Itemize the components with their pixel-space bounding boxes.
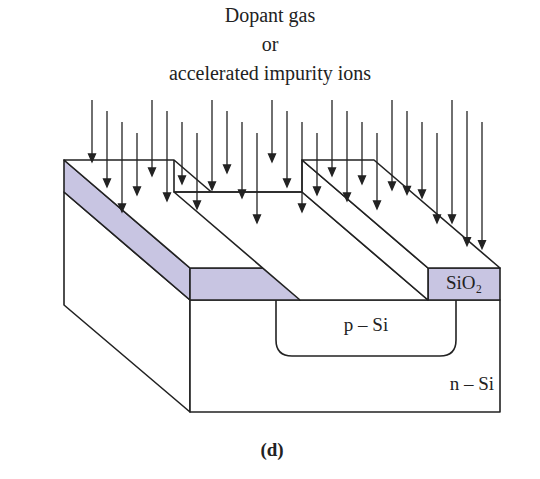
ion-arrow <box>481 122 482 242</box>
arrow-head <box>314 187 321 195</box>
oxide-top-right <box>302 160 500 268</box>
dopant-label: Dopant gas <box>225 4 316 26</box>
ion-arrow <box>271 100 272 155</box>
arrow-head <box>464 238 471 246</box>
ion-arrow <box>166 111 167 194</box>
ion-arrow <box>181 122 182 177</box>
ion-arrow <box>361 122 362 177</box>
ion-arrow <box>121 122 122 205</box>
arrow-head <box>299 204 306 212</box>
window-back-edge <box>174 160 302 192</box>
block-front-face <box>190 300 500 412</box>
ion-arrow <box>436 133 437 216</box>
ion-arrow <box>241 122 242 191</box>
arrow-head <box>179 176 186 184</box>
arrow-head <box>269 154 276 162</box>
oxide-label: SiO₂ <box>446 273 482 294</box>
ion-arrow <box>451 100 452 216</box>
arrow-head <box>254 215 261 223</box>
figure-caption: (d) <box>260 440 283 461</box>
ion-arrow <box>346 111 347 194</box>
arrow-head <box>479 241 486 249</box>
arrow-head <box>149 168 156 176</box>
ion-arrow <box>196 133 197 202</box>
ions-label: accelerated impurity ions <box>169 62 371 84</box>
or-label: or <box>262 33 279 55</box>
ion-arrow <box>406 111 407 187</box>
n-si-label: n – Si <box>450 374 494 395</box>
arrow-head <box>194 201 201 209</box>
arrow-head <box>419 190 426 198</box>
arrow-head <box>434 215 441 223</box>
ion-arrow <box>211 100 212 183</box>
arrow-head <box>224 165 231 173</box>
p-region <box>276 300 456 356</box>
ion-arrow <box>106 111 107 180</box>
p-si-label: p – Si <box>344 315 388 336</box>
arrow-head <box>164 193 171 201</box>
arrow-head <box>209 182 216 190</box>
arrow-head <box>239 190 246 198</box>
ion-arrow <box>301 122 302 205</box>
arrow-head <box>284 179 291 187</box>
arrow-head <box>404 186 411 194</box>
ion-arrow <box>91 100 92 155</box>
ion-arrow <box>391 100 392 183</box>
arrow-head <box>104 179 111 187</box>
arrow-head <box>119 204 126 212</box>
ion-arrow <box>316 133 317 188</box>
ion-arrow <box>331 100 332 169</box>
arrow-head <box>374 201 381 209</box>
ion-arrow <box>376 133 377 202</box>
ion-arrow <box>286 111 287 180</box>
ion-arrow <box>226 111 227 166</box>
oxide-front-right <box>428 268 500 300</box>
arrow-head <box>359 176 366 184</box>
arrow-head <box>449 215 456 223</box>
arrow-head <box>329 168 336 176</box>
arrow-head <box>389 182 396 190</box>
ion-arrow <box>256 133 257 216</box>
ion-arrow <box>151 100 152 169</box>
arrow-head <box>134 187 141 195</box>
ion-arrow <box>136 133 137 188</box>
ion-arrow <box>421 122 422 191</box>
ion-arrow <box>466 111 467 239</box>
arrow-head <box>89 154 96 162</box>
arrow-head <box>344 193 351 201</box>
